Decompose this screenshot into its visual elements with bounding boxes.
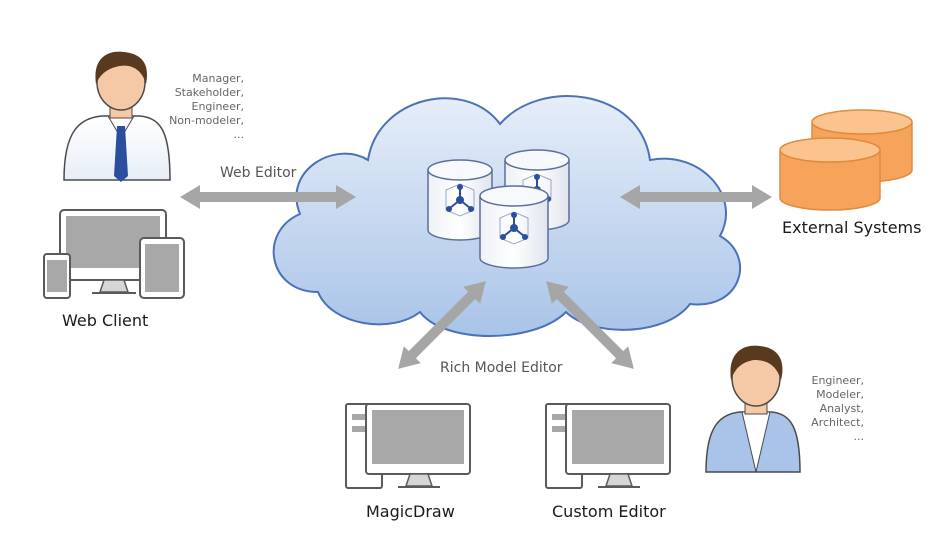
arrow-external-systems <box>620 185 772 209</box>
web-editor-label: Web Editor <box>220 165 297 181</box>
phone-icon <box>43 253 71 299</box>
workstation-icon-custom-editor <box>545 403 671 489</box>
role-item: Architect, <box>811 416 864 429</box>
role-item: Engineer, <box>191 100 245 113</box>
person-icon-right <box>705 345 801 473</box>
web-client-label: Web Client <box>62 311 149 330</box>
role-item: ... <box>233 128 245 141</box>
arrow-web-editor <box>180 185 356 209</box>
role-item: Non-modeler, <box>169 114 244 127</box>
roles-list-right: Engineer, Modeler, Analyst, Architect, .… <box>800 374 864 444</box>
role-item: Manager, <box>192 72 244 85</box>
role-item: Modeler, <box>816 388 864 401</box>
role-item: Analyst, <box>819 402 864 415</box>
arrow-magicdraw <box>398 281 486 369</box>
external-systems-label: External Systems <box>782 218 922 237</box>
custom-editor-label: Custom Editor <box>552 502 666 521</box>
database-icon <box>427 149 570 269</box>
workstation-icon-magicdraw <box>345 403 471 489</box>
rich-model-editor-label: Rich Model Editor <box>440 360 563 376</box>
role-item: ... <box>853 430 865 443</box>
role-item: Stakeholder, <box>174 86 244 99</box>
tablet-icon <box>139 237 185 299</box>
arrow-custom-editor <box>546 281 634 369</box>
role-item: Engineer, <box>811 374 865 387</box>
roles-list-left: Manager, Stakeholder, Engineer, Non-mode… <box>164 72 244 142</box>
person-icon-left <box>63 51 171 182</box>
magicdraw-label: MagicDraw <box>366 502 455 521</box>
external-systems-icon <box>779 109 913 211</box>
